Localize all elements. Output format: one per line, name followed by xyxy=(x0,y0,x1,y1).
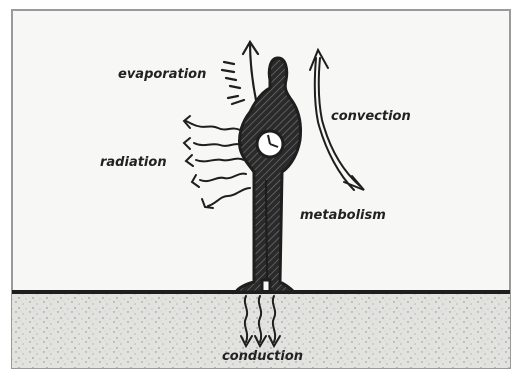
conduction-label: conduction xyxy=(222,349,303,364)
radiation-label: radiation xyxy=(100,155,167,170)
metabolism-label: metabolism xyxy=(300,208,386,223)
evaporation-label: evaporation xyxy=(118,67,206,82)
convection-label: convection xyxy=(331,109,411,124)
clock-icon xyxy=(257,131,283,157)
